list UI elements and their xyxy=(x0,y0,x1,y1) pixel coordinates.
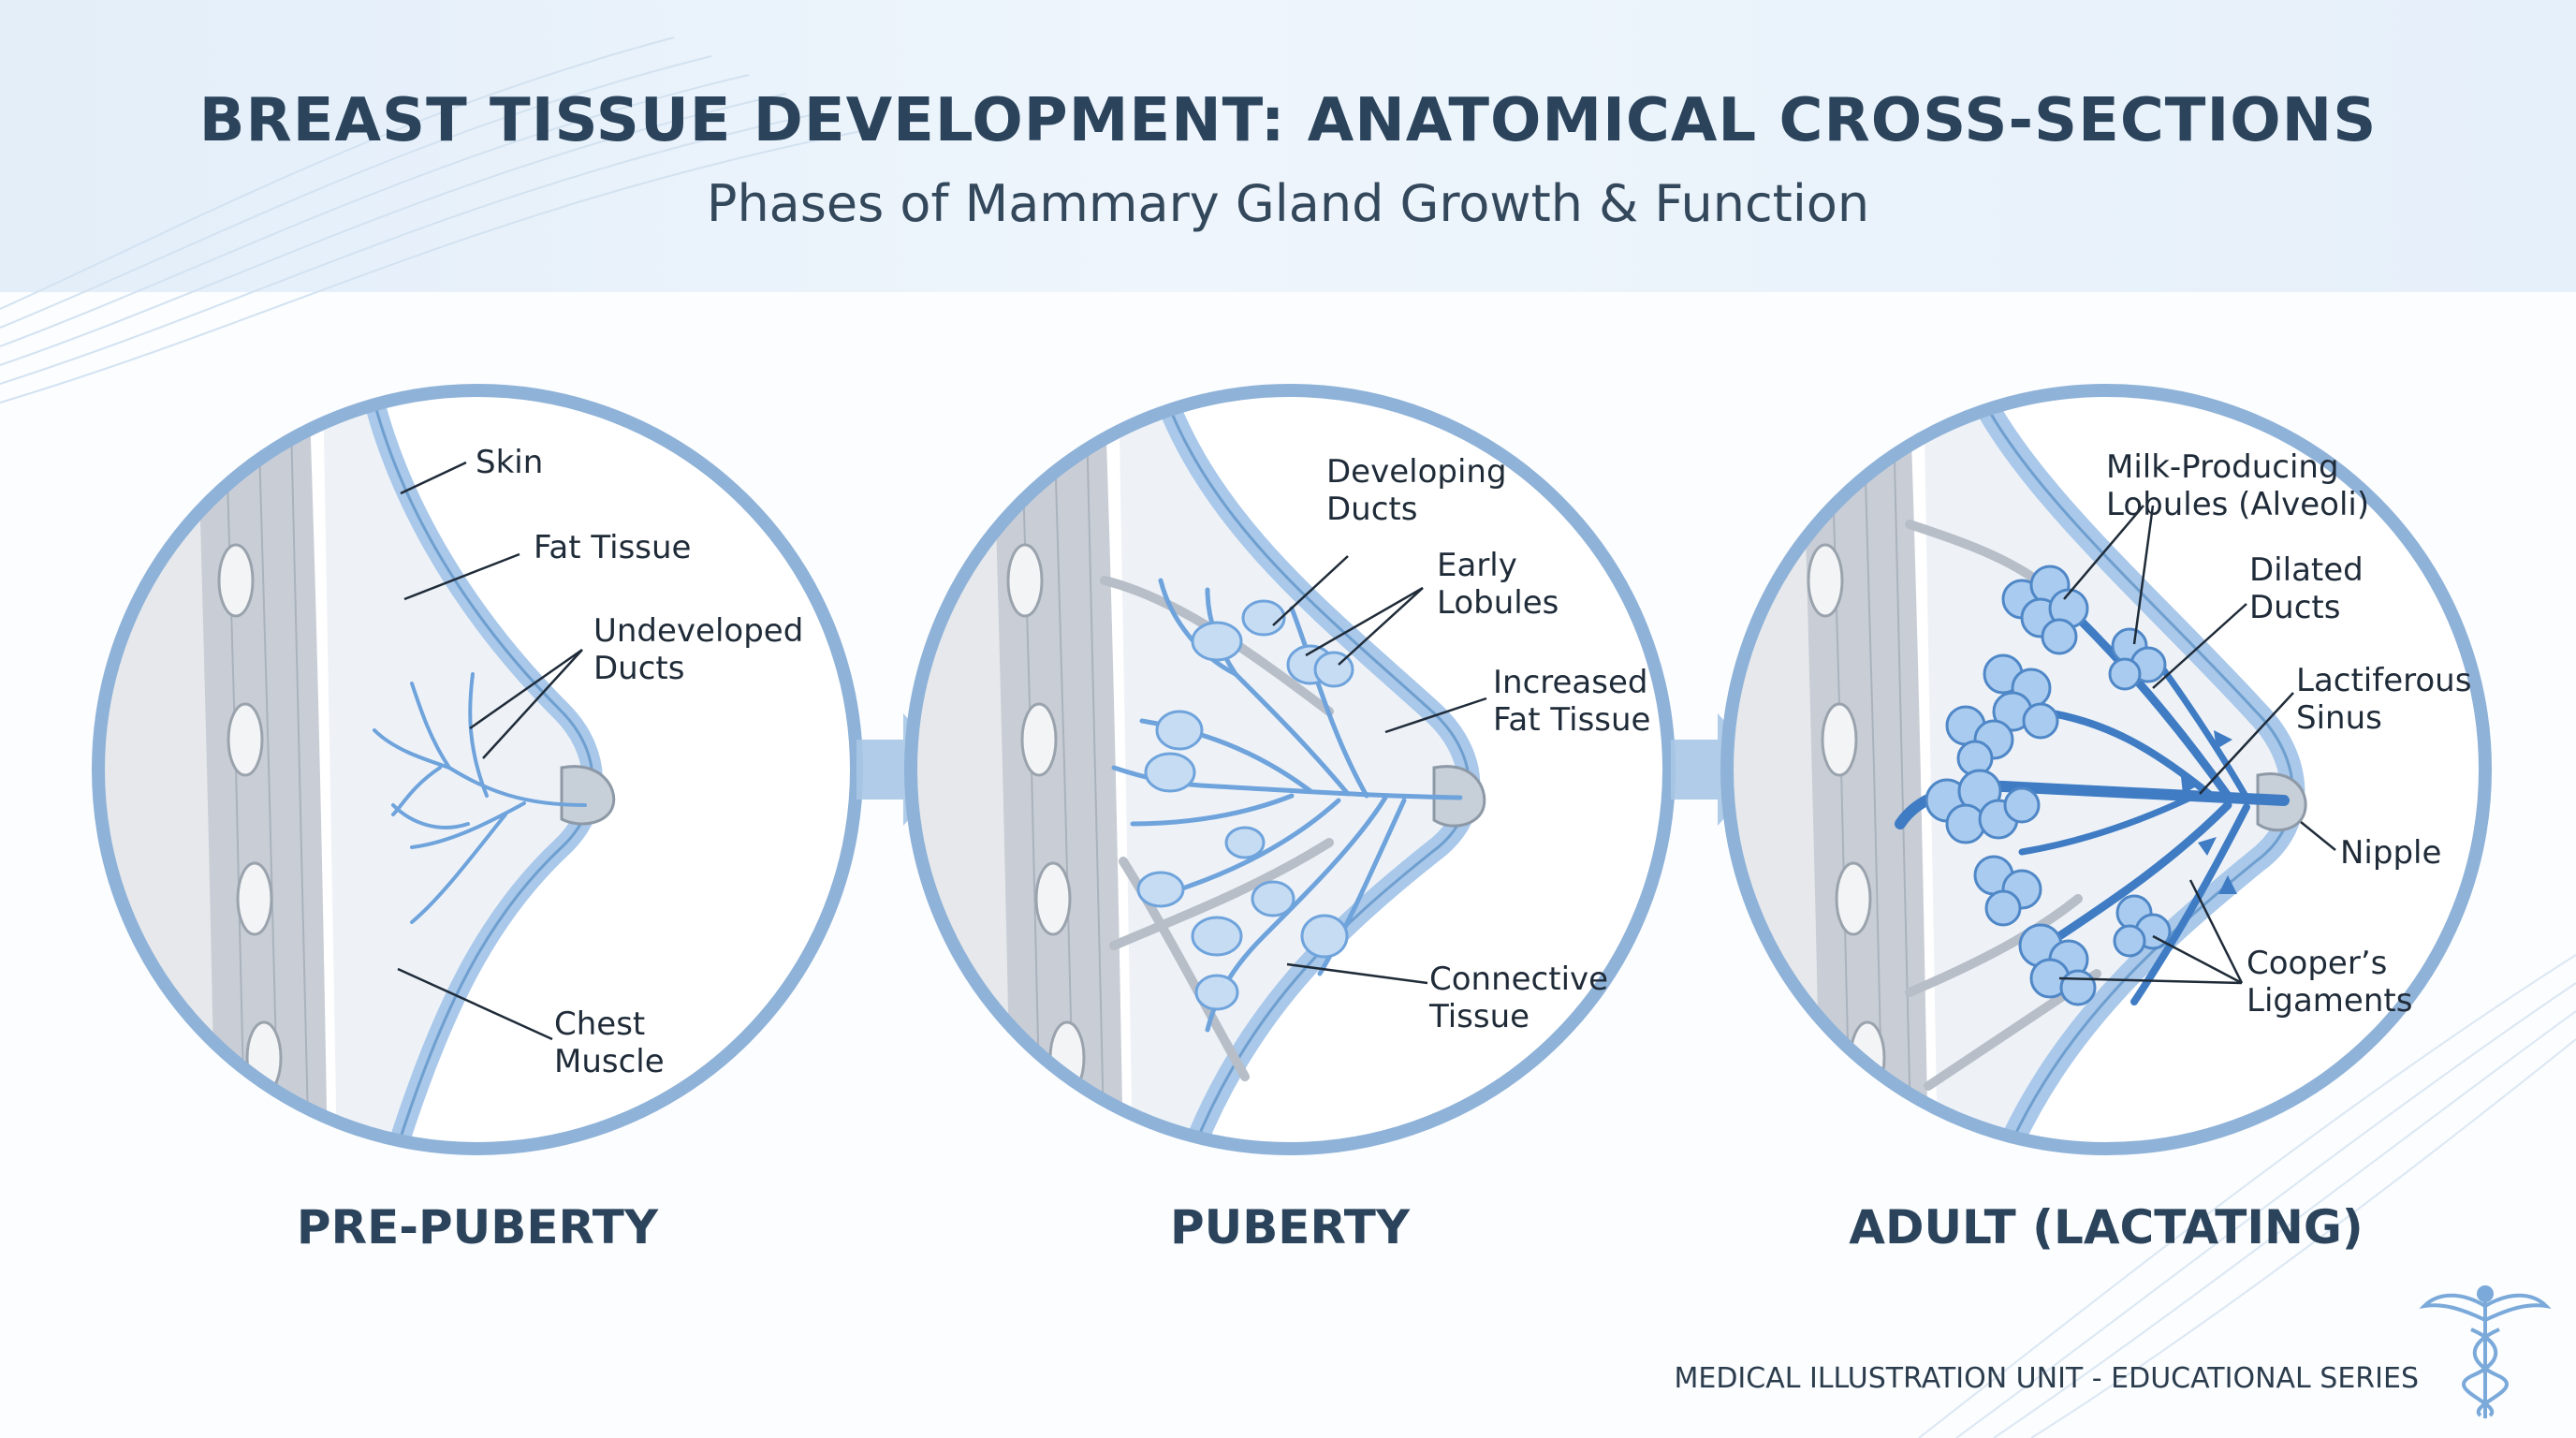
label-fat-tissue: Fat Tissue xyxy=(534,529,691,566)
stage-label-puberty: PUBERTY xyxy=(1169,1200,1411,1255)
label-nipple: Nipple xyxy=(2340,834,2441,872)
stage-label-adult-lactating: ADULT (LACTATING) xyxy=(1849,1200,2364,1255)
nipple xyxy=(560,765,616,826)
chevron-right-icon xyxy=(1671,713,1767,826)
footer-credit: MEDICAL ILLUSTRATION UNIT - EDUCATIONAL … xyxy=(1674,1362,2419,1395)
milk-flow-arrows xyxy=(2181,730,2237,894)
page-subtitle: Phases of Mammary Gland Growth & Functio… xyxy=(706,174,1870,233)
page-title: BREAST TISSUE DEVELOPMENT: ANATOMICAL CR… xyxy=(198,86,2378,155)
stage-label-pre-puberty: PRE-PUBERTY xyxy=(296,1200,659,1255)
undeveloped-ducts xyxy=(373,672,587,924)
caduceus-icon xyxy=(2419,1285,2552,1418)
alveoli-clusters xyxy=(1925,565,2172,1006)
label-skin: Skin xyxy=(476,444,543,481)
early-lobules xyxy=(1136,599,1354,1011)
header-banner xyxy=(0,0,2576,292)
